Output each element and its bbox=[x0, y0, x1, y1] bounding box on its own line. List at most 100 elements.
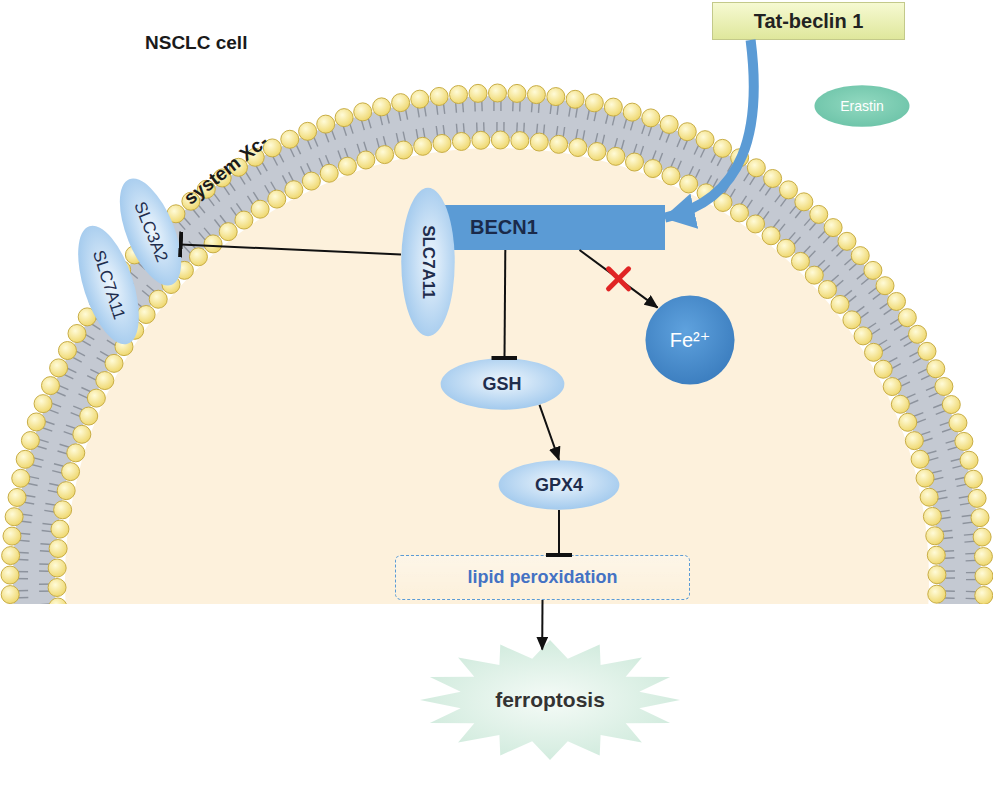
lipid-head bbox=[714, 193, 732, 211]
node-text: Tat-beclin 1 bbox=[754, 10, 864, 33]
lipid-head bbox=[662, 167, 680, 185]
lipid-head bbox=[864, 261, 882, 279]
lipid-head bbox=[235, 211, 253, 229]
node-text: GSH bbox=[482, 374, 521, 395]
lipid-head bbox=[680, 175, 698, 193]
lipid-head bbox=[54, 501, 72, 519]
lipid-head bbox=[905, 432, 923, 450]
lipid-head bbox=[876, 277, 894, 295]
lipid-head bbox=[566, 90, 584, 108]
lipid-head bbox=[488, 84, 506, 102]
lipid-head bbox=[975, 586, 993, 604]
lipid-head bbox=[928, 585, 946, 603]
lipid-head bbox=[96, 372, 114, 390]
lipid-head bbox=[395, 141, 413, 159]
lipid-head bbox=[805, 266, 823, 284]
lipid-head bbox=[48, 578, 66, 596]
lipid-head bbox=[949, 414, 967, 432]
lipid-head bbox=[34, 395, 52, 413]
lipid-head bbox=[935, 377, 953, 395]
lipid-head bbox=[891, 395, 909, 413]
lipid-head bbox=[918, 342, 936, 360]
lipid-head bbox=[41, 377, 59, 395]
cell-label: NSCLC cell bbox=[145, 32, 247, 54]
ellipse-fill bbox=[440, 358, 564, 409]
lipid-head bbox=[791, 252, 809, 270]
lipid-head bbox=[8, 488, 26, 506]
lipid-head bbox=[335, 109, 353, 127]
lipid-head bbox=[21, 432, 39, 450]
lipid-head bbox=[149, 290, 167, 308]
lipid-head bbox=[58, 342, 76, 360]
inhibition-line bbox=[504, 250, 507, 358]
lipid-head bbox=[865, 343, 883, 361]
block-cross bbox=[609, 269, 629, 289]
lipid-head bbox=[317, 115, 335, 133]
lipid-head bbox=[883, 378, 901, 396]
lipid-head bbox=[550, 135, 568, 153]
lipid-head bbox=[3, 527, 21, 545]
lipid-head bbox=[588, 143, 606, 161]
lipid-head bbox=[810, 205, 828, 223]
lipid-head bbox=[50, 359, 68, 377]
lipid-head bbox=[2, 547, 20, 565]
lipid-head bbox=[887, 292, 905, 310]
protein-box: BECN1 bbox=[440, 205, 665, 250]
lipid-head bbox=[511, 132, 529, 150]
lipid-head bbox=[357, 151, 375, 169]
lipid-head bbox=[354, 103, 372, 121]
lipid-head bbox=[472, 131, 490, 149]
ellipse-fill bbox=[107, 170, 194, 293]
lipid-head bbox=[68, 325, 86, 343]
inhibition-line bbox=[558, 510, 560, 555]
node-text: SLC7A11 bbox=[418, 225, 438, 299]
lipid-head bbox=[268, 190, 286, 208]
enzyme-ellipse: GPX4 bbox=[498, 460, 620, 510]
node-text: BECN1 bbox=[470, 216, 538, 239]
lipid-head bbox=[430, 87, 448, 105]
lipid-head bbox=[62, 463, 80, 481]
lipid-head bbox=[874, 360, 892, 378]
lipid-head bbox=[831, 295, 849, 313]
lipid-head bbox=[851, 247, 869, 265]
iron-circle: Fe²⁺ bbox=[645, 295, 735, 385]
lipid-head bbox=[779, 181, 797, 199]
lipid-head bbox=[569, 138, 587, 156]
cell-membrane bbox=[1, 84, 993, 604]
lipid-head bbox=[926, 527, 944, 545]
activation-arrow bbox=[665, 40, 754, 218]
lipid-head bbox=[747, 215, 765, 233]
lipid-head bbox=[49, 540, 67, 558]
tail-lines bbox=[10, 93, 984, 604]
lipid-heads bbox=[1, 84, 993, 604]
lipid-head bbox=[299, 122, 317, 140]
lipid-head bbox=[302, 172, 320, 190]
lipid-head bbox=[824, 219, 842, 237]
lipid-head bbox=[764, 169, 782, 187]
lipid-head bbox=[920, 488, 938, 506]
lipid-head bbox=[585, 94, 603, 112]
lipid-head bbox=[530, 133, 548, 151]
lipid-head bbox=[974, 548, 992, 566]
activation-arrow bbox=[541, 600, 543, 650]
lipid-head bbox=[964, 470, 982, 488]
lipid-head bbox=[49, 598, 67, 604]
lipid-head bbox=[623, 103, 641, 121]
node-text: Erastin bbox=[840, 98, 884, 114]
lipid-head bbox=[795, 193, 813, 211]
lipid-head bbox=[604, 98, 622, 116]
lipid-head bbox=[838, 232, 856, 250]
node-text: lipid peroxidation bbox=[467, 567, 617, 588]
metabolite-ellipse: GSH bbox=[440, 358, 565, 410]
lipid-head bbox=[392, 94, 410, 112]
lipid-head bbox=[251, 200, 269, 218]
lipid-head bbox=[973, 528, 991, 546]
protein-ellipse: SLC7A11 bbox=[401, 187, 455, 337]
lipid-head bbox=[433, 134, 451, 152]
inhibition-line bbox=[181, 245, 401, 255]
lipid-head bbox=[731, 149, 749, 167]
lipid-head bbox=[508, 84, 526, 102]
drug-ellipse: Erastin bbox=[814, 85, 910, 127]
lipid-head bbox=[898, 309, 916, 327]
